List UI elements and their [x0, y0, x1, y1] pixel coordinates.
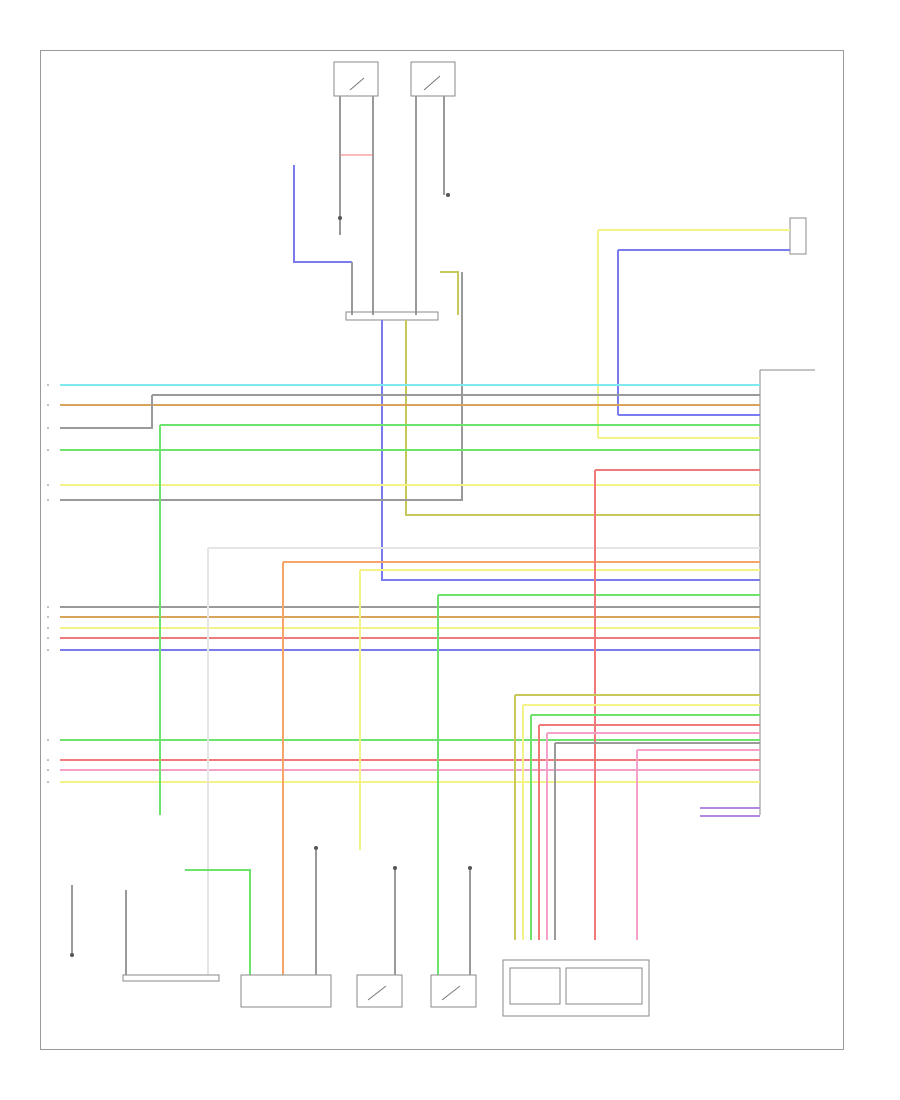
side-connector: [700, 807, 760, 817]
center-left-component: [240, 850, 332, 1008]
bottom-right-fanout: [514, 694, 760, 940]
center-switch-2: [430, 870, 477, 1008]
control-module: [759, 369, 815, 815]
top-connector: [345, 311, 439, 321]
center-switch-1: [356, 870, 403, 1008]
top-right-relay: [597, 217, 807, 438]
diagram-frame: [40, 50, 844, 1050]
left-component: [71, 885, 220, 982]
bottom-right-module: [502, 959, 650, 1017]
ground-symbols: [70, 193, 472, 957]
left-terminal-marks: [47, 384, 49, 783]
door-switch-left: [333, 61, 379, 97]
top-switch-wires: [293, 96, 459, 315]
lower-vertical-wires: [159, 425, 638, 975]
horizontal-bus-wires: [60, 384, 760, 783]
door-switch-right: [410, 61, 456, 97]
